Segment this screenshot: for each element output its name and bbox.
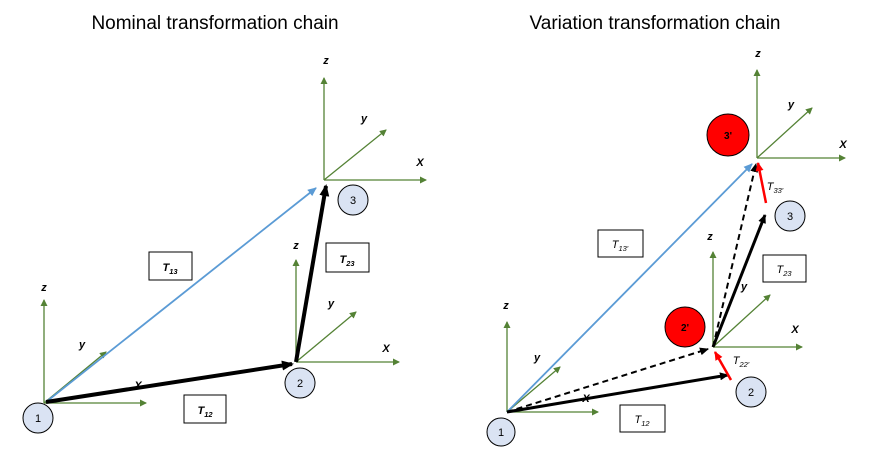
label-t23-var: T23: [762, 254, 807, 283]
arrow-t12: [45, 360, 294, 404]
var-frame-2p-x-label: X: [790, 324, 799, 336]
node-1: 1: [22, 402, 54, 434]
label-t13-prime: T13': [597, 229, 644, 258]
label-t12: T12: [183, 394, 227, 424]
svg-text:3: 3: [787, 211, 793, 223]
var-frame-1-y-label: y: [533, 352, 541, 364]
var-frame-2p-axes: z y X: [706, 231, 803, 351]
frame-3-z-label: z: [322, 55, 329, 67]
var-frame-3p-axes: z y X: [753, 48, 847, 162]
var-node-1: 1: [486, 417, 516, 447]
right-panel-title: Variation transformation chain: [530, 13, 781, 34]
svg-text:1: 1: [35, 413, 41, 425]
svg-text:T13: T13: [162, 262, 178, 276]
var-frame-1-axes: z y X: [502, 300, 599, 416]
arrow-t23: [294, 184, 330, 363]
label-t33-prime: T33': [767, 181, 784, 195]
frame-2-y-label: y: [327, 298, 335, 310]
svg-text:T22': T22': [733, 355, 750, 369]
svg-text:T23: T23: [776, 264, 792, 278]
frame-2-z-label: z: [292, 240, 299, 252]
node-2: 2: [284, 367, 316, 399]
svg-text:T33': T33': [767, 181, 784, 195]
svg-text:T12: T12: [197, 405, 213, 419]
frame-1-axes: z y X: [40, 282, 147, 407]
left-panel-title: Nominal transformation chain: [91, 13, 338, 34]
frame-3-y-label: y: [360, 113, 368, 125]
var-frame-3p-x-label: X: [838, 139, 847, 151]
svg-text:3': 3': [724, 131, 732, 142]
svg-text:2': 2': [681, 323, 689, 334]
arrow-t13-prime: [506, 163, 753, 413]
label-t22-prime: T22': [733, 355, 750, 369]
arrow-dashed-to-3p: [712, 163, 759, 348]
svg-text:T23: T23: [339, 254, 355, 268]
svg-text:2: 2: [748, 387, 754, 399]
arrow-t13: [45, 187, 317, 403]
frame-3-axes: z y X: [320, 55, 427, 184]
frame-2-x-label: X: [381, 343, 390, 355]
var-frame-2p-z-label: z: [706, 231, 713, 243]
label-t23: T23: [325, 242, 370, 273]
frame-1-y-label: y: [78, 339, 86, 351]
node-3: 3: [337, 184, 369, 216]
frame-2-axes: z y X: [292, 240, 400, 366]
arrow-t33-prime: [755, 162, 768, 204]
frame-3-x-label: X: [415, 157, 424, 169]
arrow-t12-var: [506, 372, 729, 414]
label-t13: T13: [148, 251, 193, 281]
frame-1-z-label: z: [40, 282, 47, 294]
var-frame-2p-y-label: y: [740, 281, 748, 293]
label-t12-var: T12: [619, 404, 666, 433]
var-frame-3p-z-label: z: [754, 48, 761, 60]
var-node-3-prime: 3': [706, 113, 750, 157]
svg-text:1: 1: [498, 427, 504, 439]
svg-text:T12: T12: [634, 414, 650, 428]
arrow-dashed-to-2p: [506, 347, 709, 413]
var-frame-3p-y-label: y: [787, 99, 795, 111]
svg-text:3: 3: [350, 195, 356, 207]
arrow-t22-prime: [713, 351, 733, 381]
var-frame-1-z-label: z: [502, 300, 509, 312]
arrow-t23-var: [711, 214, 767, 348]
var-node-2-prime: 2': [664, 306, 706, 348]
svg-text:T13': T13': [612, 239, 629, 253]
var-node-3: 3: [774, 200, 806, 232]
svg-text:2: 2: [297, 378, 303, 390]
var-node-2: 2: [735, 376, 767, 408]
